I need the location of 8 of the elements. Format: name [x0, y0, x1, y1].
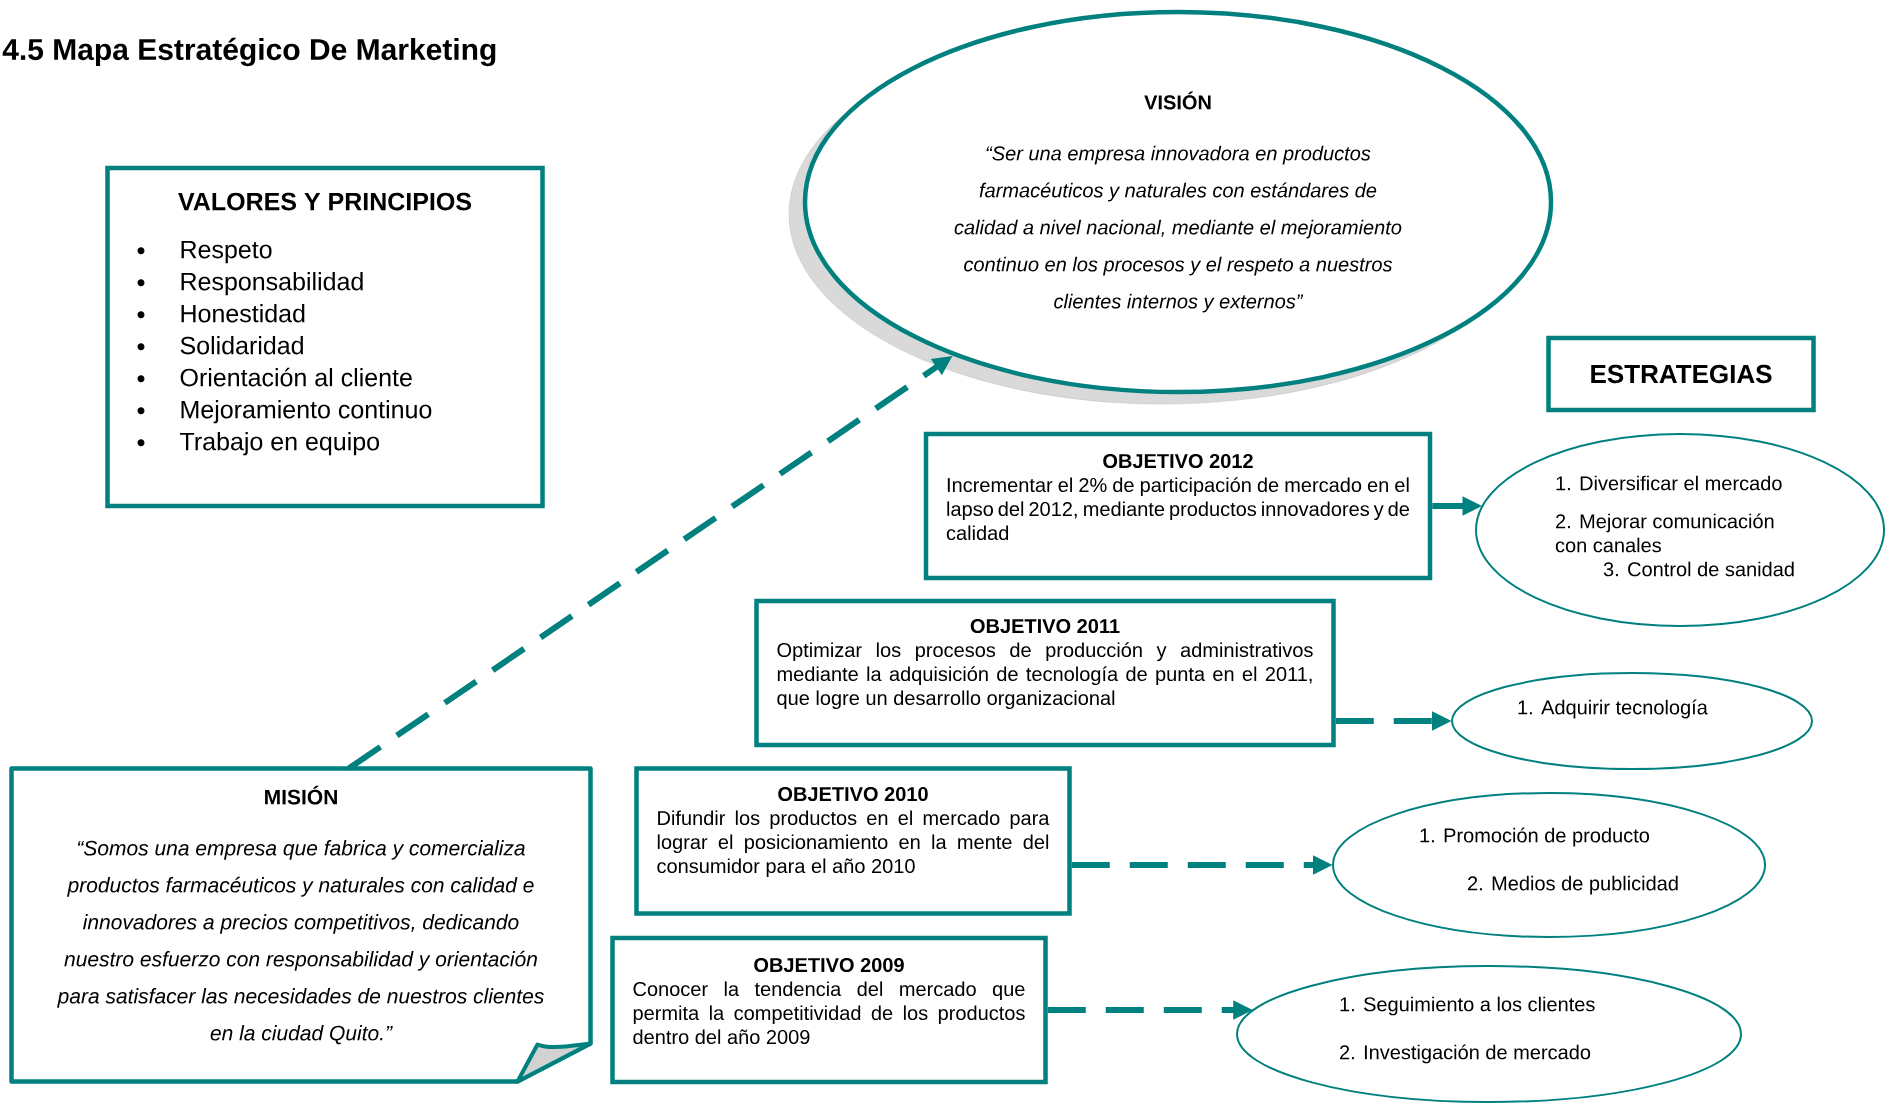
- objective-box: OBJETIVO 2009 Conocer la tendencia del mercado que permita la competitividad de los productos dentro del año 2009: [610, 935, 1048, 1085]
- values-box: VALORES Y PRINCIPIOS Respeto Responsabilidad Honestidad Solidaridad Orientación al cliente Mejoramiento continuo Trabajo en equipo: [105, 165, 545, 509]
- objective-box: OBJETIVO 2011 Optimizar los procesos de producción y administrativos mediante la adquisición de tecnología de punta en el 2011, que logre un desarrollo organizacional: [754, 598, 1336, 748]
- mission-note: MISIÓN “Somos una empresa que fabrica y comercializa productos farmacéuticos y naturales con calidad e innovadores a precios competitivos, dedicando nuestro esfuerzo con responsabilidad y orientación para satisfacer las necesidades de nuestros clientes en la ciudad Quito.”: [9, 766, 593, 1084]
- objective-box: OBJETIVO 2012 Incrementar el 2% de participación de mercado en el lapso del 2012, mediante productos innovadores y de calidad: [923, 431, 1433, 581]
- title: 4.5 Mapa Estratégico De Marketing: [2, 37, 496, 67]
- heading-box: ESTRATEGIAS: [1546, 335, 1816, 413]
- objective-box: OBJETIVO 2010 Difundir los productos en el mercado para lograr el posicionamiento en la mente del consumidor para el año 2010: [634, 766, 1072, 916]
